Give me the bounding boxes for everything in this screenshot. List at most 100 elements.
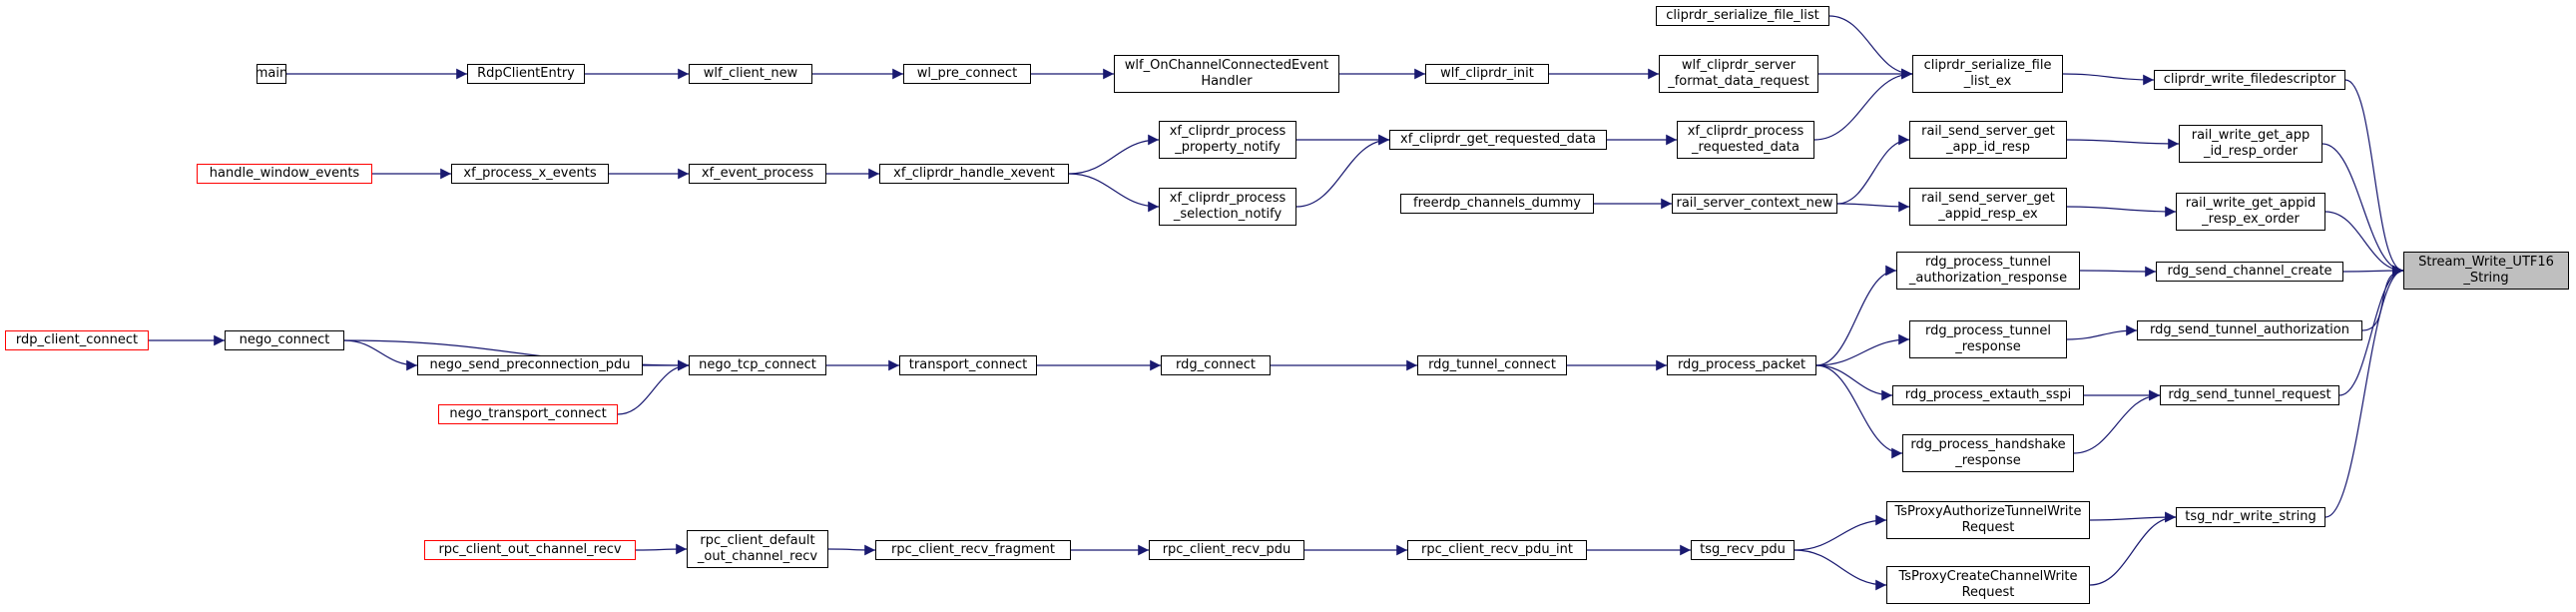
node-label-line: rpc_client_recv_fragment — [891, 542, 1055, 557]
node-rdg-send-channel-create[interactable]: rdg_send_channel_create — [2156, 262, 2343, 282]
node-rdg-send-tunnel-request[interactable]: rdg_send_tunnel_request — [2160, 385, 2339, 405]
node-nego-send-preconnection-pdu[interactable]: nego_send_preconnection_pdu — [417, 355, 643, 375]
node-cliprdr-serialize-file-list[interactable]: cliprdr_serialize_file_list — [1656, 6, 1829, 26]
node-xf-process-x-events[interactable]: xf_process_x_events — [451, 164, 609, 184]
node-label-line: TsProxyCreateChannelWrite — [1898, 569, 2078, 584]
node-label-line: rail_server_context_new — [1676, 196, 1833, 211]
node-rdg-process-extauth-sspi[interactable]: rdg_process_extauth_sspi — [1892, 385, 2084, 405]
edge-rail-server-context-new-to-rail-send-server-get-appid-resp-ex — [1836, 201, 1910, 213]
node-rpc-client-default-out-channel-recv[interactable]: rpc_client_default_out_channel_recv — [687, 530, 828, 568]
node-wlf-cliprdr-server-fmt[interactable]: wlf_cliprdr_server_format_data_request — [1659, 55, 1818, 93]
node-label-line: _resp_ex_order — [2202, 212, 2300, 227]
node-freerdp-channels-dummy[interactable]: freerdp_channels_dummy — [1400, 194, 1594, 214]
edge-cliprdr-serialize-file-list-to-cliprdr-serialize-file-list-ex — [1828, 15, 1913, 80]
node-xf-cliprdr-get-requested-data[interactable]: xf_cliprdr_get_requested_data — [1389, 130, 1607, 150]
node-rdg-tunnel-connect[interactable]: rdg_tunnel_connect — [1417, 355, 1567, 375]
node-label-line: _property_notify — [1175, 140, 1281, 155]
node-wlf-client-new[interactable]: wlf_client_new — [689, 64, 812, 84]
node-label-line: _requested_data — [1692, 140, 1800, 155]
node-label-line: _appid_resp_ex — [1938, 207, 2038, 222]
edge-tsg-ndr-write-string-to-stream-write-utf16-string — [2324, 265, 2404, 518]
node-rail-write-get-appid-resp-ex-order[interactable]: rail_write_get_appid_resp_ex_order — [2176, 193, 2325, 231]
node-label-line: rdg_connect — [1176, 357, 1256, 372]
node-label-line: nego_connect — [239, 332, 330, 347]
node-label-line: xf_cliprdr_get_requested_data — [1400, 132, 1596, 147]
node-label-line: rpc_client_out_channel_recv — [438, 542, 622, 557]
node-label-line: xf_cliprdr_process — [1169, 124, 1287, 139]
node-label-line: wlf_client_new — [703, 66, 798, 81]
node-rdg-connect[interactable]: rdg_connect — [1161, 355, 1271, 375]
node-label-line: rail_send_server_get — [1921, 191, 2055, 206]
node-rail-send-server-get-appid-resp-ex[interactable]: rail_send_server_get_appid_resp_ex — [1909, 188, 2067, 226]
node-label-line: _String — [2463, 271, 2509, 286]
node-label-line: Request — [1961, 585, 2015, 600]
edge-rdg-process-tunnel-response-to-rdg-send-tunnel-authorization — [2066, 324, 2138, 340]
node-label-line: rdg_process_tunnel — [1924, 323, 2051, 338]
edge-rdg-process-handshake-response-to-rdg-send-tunnel-request — [2073, 389, 2161, 454]
edge-rdg-process-packet-to-rdg-process-extauth-sspi — [1815, 364, 1893, 401]
node-label-line: rdp_client_connect — [15, 332, 139, 347]
edge-xf-cliprdr-process-selection-notify-to-xf-cliprdr-get-requested-data — [1295, 134, 1390, 208]
node-rdg-process-handshake-response[interactable]: rdg_process_handshake_response — [1902, 434, 2074, 472]
node-xf-cliprdr-process-selection-notify[interactable]: xf_cliprdr_process_selection_notify — [1159, 188, 1296, 226]
node-rail-server-context-new[interactable]: rail_server_context_new — [1672, 194, 1837, 214]
node-nego-tcp-connect[interactable]: nego_tcp_connect — [689, 355, 826, 375]
edge-cliprdr-serialize-file-list-ex-to-cliprdr-write-filedescriptor — [2062, 73, 2155, 86]
edge-rdg-process-packet-to-rdg-process-tunnel-response — [1815, 333, 1910, 366]
node-label-line: rdg_process_handshake — [1910, 437, 2066, 452]
node-label-line: wlf_OnChannelConnectedEvent — [1124, 58, 1329, 73]
node-xf-event-process[interactable]: xf_event_process — [689, 164, 826, 184]
node-xf-cliprdr-process-property-notify[interactable]: xf_cliprdr_process_property_notify — [1159, 121, 1296, 159]
node-label-line: rdg_tunnel_connect — [1428, 357, 1556, 372]
node-label-line: rail_send_server_get — [1921, 124, 2055, 139]
node-label-line: TsProxyAuthorizeTunnelWrite — [1894, 504, 2082, 519]
node-label-line: freerdp_channels_dummy — [1413, 196, 1581, 211]
node-main[interactable]: main — [255, 64, 288, 84]
node-handle-window-events[interactable]: handle_window_events — [197, 164, 372, 184]
node-wlf-cliprdr-init[interactable]: wlf_cliprdr_init — [1425, 64, 1549, 84]
node-rdp-client-connect[interactable]: rdp_client_connect — [5, 330, 149, 350]
node-cliprdr-write-filedescriptor[interactable]: cliprdr_write_filedescriptor — [2154, 70, 2345, 90]
node-rpc-client-recv-fragment[interactable]: rpc_client_recv_fragment — [875, 540, 1071, 560]
node-rdpclient[interactable]: RdpClientEntry — [467, 64, 585, 84]
node-rpc-client-recv-pdu[interactable]: rpc_client_recv_pdu — [1149, 540, 1304, 560]
edge-rpc-client-out-channel-recv-to-rpc-client-default-out-channel-recv — [635, 543, 688, 555]
node-rpc-client-recv-pdu-int[interactable]: rpc_client_recv_pdu_int — [1407, 540, 1587, 560]
node-label-line: rail_write_get_app — [2191, 128, 2311, 143]
edge-rpc-client-default-out-channel-recv-to-rpc-client-recv-fragment — [827, 544, 876, 556]
node-tsg-ndr-write-string[interactable]: tsg_ndr_write_string — [2176, 507, 2325, 527]
node-label-line: wlf_cliprdr_server — [1681, 58, 1797, 73]
node-label-line: rail_write_get_appid — [2185, 196, 2317, 211]
node-nego-connect[interactable]: nego_connect — [225, 330, 344, 350]
node-rail-send-server-get-app-id-resp[interactable]: rail_send_server_get_app_id_resp — [1909, 121, 2067, 159]
node-transport-connect[interactable]: transport_connect — [899, 355, 1037, 375]
node-tsg-recv-pdu[interactable]: tsg_recv_pdu — [1691, 540, 1795, 560]
node-label-line: main — [255, 66, 288, 81]
node-nego-transport-connect[interactable]: nego_transport_connect — [438, 404, 618, 424]
node-label-line: rdg_process_extauth_sspi — [1904, 387, 2072, 402]
node-label-line: tsg_ndr_write_string — [2185, 509, 2317, 524]
edge-cliprdr-write-filedescriptor-to-stream-write-utf16-string — [2344, 79, 2404, 277]
node-label-line: _authorization_response — [1908, 271, 2068, 286]
node-rail-write-get-app-id-resp-order[interactable]: rail_write_get_app_id_resp_order — [2179, 125, 2322, 163]
node-xf-cliprdr-process-requested-data[interactable]: xf_cliprdr_process_requested_data — [1677, 121, 1814, 159]
node-cliprdr-serialize-file-list-ex[interactable]: cliprdr_serialize_file_list_ex — [1912, 55, 2063, 93]
node-xf-cliprdr-handle-xevent[interactable]: xf_cliprdr_handle_xevent — [879, 164, 1069, 184]
node-label-line: rpc_client_recv_pdu_int — [1420, 542, 1574, 557]
edge-rail-write-get-app-id-resp-order-to-stream-write-utf16-string — [2321, 143, 2404, 277]
node-label-line: cliprdr_serialize_file — [1923, 58, 2052, 73]
node-rdg-process-tunnel-response[interactable]: rdg_process_tunnel_response — [1909, 320, 2067, 358]
node-rdg-process-packet[interactable]: rdg_process_packet — [1667, 355, 1816, 375]
node-wl-pre-connect[interactable]: wl_pre_connect — [903, 64, 1031, 84]
node-label-line: wlf_cliprdr_init — [1440, 66, 1534, 81]
node-rdg-process-tunnel-authorization-response[interactable]: rdg_process_tunnel_authorization_respons… — [1896, 252, 2080, 290]
edge-xf-cliprdr-handle-xevent-to-xf-cliprdr-process-property-notify — [1068, 134, 1160, 175]
node-rdg-send-tunnel-authorization[interactable]: rdg_send_tunnel_authorization — [2137, 320, 2362, 340]
edge-tsproxy-create-channel-write-request-to-tsg-ndr-write-string — [2089, 511, 2177, 586]
node-rpc-client-out-channel-recv[interactable]: rpc_client_out_channel_recv — [424, 540, 636, 560]
edge-nego-transport-connect-to-nego-tcp-connect — [617, 359, 690, 415]
